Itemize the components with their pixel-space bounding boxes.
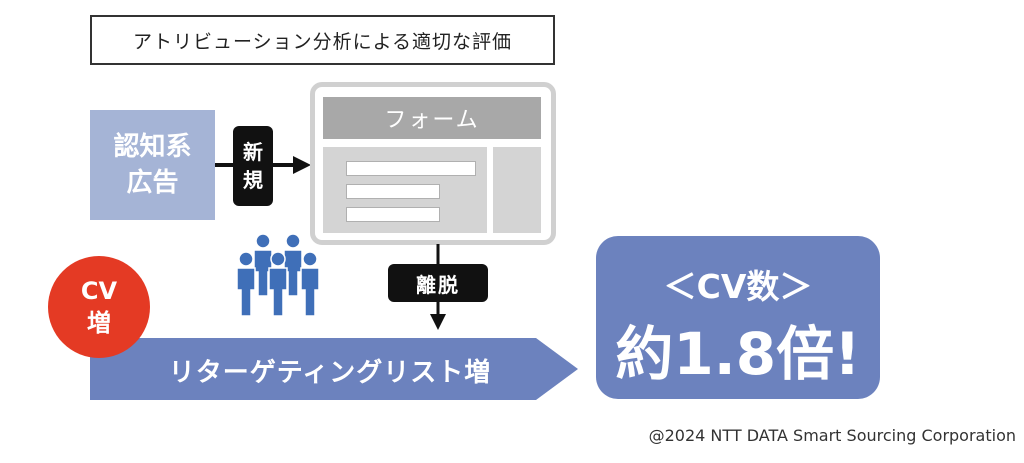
people-group-icon — [236, 233, 320, 317]
copyright: @2024 NTT DATA Smart Sourcing Corporatio… — [648, 426, 1016, 445]
exit-arrow — [430, 244, 446, 330]
form-field — [346, 184, 440, 199]
new-tag-line2: 規 — [243, 168, 263, 192]
result-heading: ＜CV数＞ — [663, 267, 813, 306]
form-field — [346, 161, 476, 176]
ad-to-form-arrow — [215, 156, 311, 174]
result-value: 約1.8倍! — [615, 320, 861, 388]
form-field — [346, 207, 440, 222]
retargeting-list-label: リターゲティングリスト増 — [168, 357, 492, 388]
cv-increase-badge: CV 増 — [48, 256, 150, 358]
new-visitor-tag: 新 規 — [233, 126, 273, 206]
new-tag-line1: 新 — [243, 140, 263, 164]
awareness-ad-box: 認知系 広告 — [90, 110, 215, 220]
ad-label-line2: 広告 — [126, 168, 179, 198]
cv-badge-line1: CV — [80, 277, 118, 305]
retargeting-arrow — [90, 338, 578, 400]
page-title: アトリビューション分析による適切な評価 — [90, 15, 555, 65]
ad-label-line1: 認知系 — [113, 132, 192, 162]
cv-badge-line2: 増 — [87, 309, 111, 337]
exit-tag: 離脱 — [388, 264, 488, 302]
result-box — [596, 236, 880, 399]
form-header: フォーム — [323, 97, 541, 139]
form-sidebar — [493, 147, 541, 233]
